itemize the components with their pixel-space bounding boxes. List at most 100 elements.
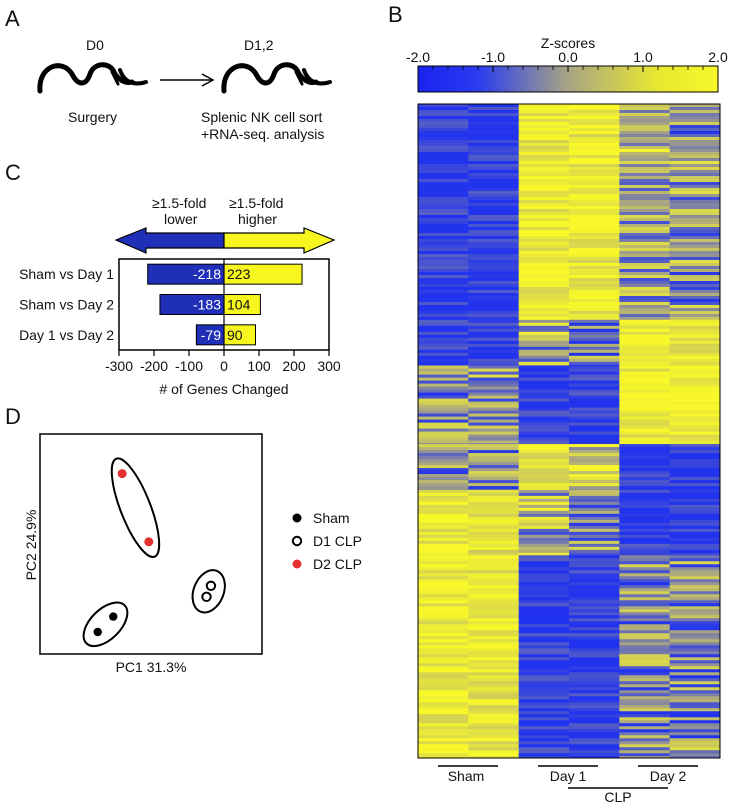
heatmap-cell — [619, 173, 671, 177]
heatmap-cell — [518, 272, 570, 276]
heatmap-cell — [468, 116, 520, 120]
heatmap-cell — [418, 666, 469, 670]
heatmap-cell — [418, 371, 469, 375]
heatmap-cell — [569, 413, 620, 417]
heatmap-cell — [418, 317, 469, 321]
heatmap-cell — [468, 501, 520, 506]
heatmap-cell — [669, 681, 721, 685]
heatmap-cell — [669, 164, 721, 168]
heatmap-cell — [569, 561, 620, 565]
heatmap-cell — [418, 609, 469, 613]
heatmap-cell — [569, 227, 620, 231]
heatmap-cell — [619, 140, 671, 144]
heatmap-cell — [569, 744, 620, 748]
heatmap-cell — [619, 711, 671, 715]
heatmap-cell — [418, 346, 469, 351]
heatmap-cell — [669, 422, 721, 426]
heatmap-cell — [619, 302, 671, 306]
heatmap-cell — [418, 690, 469, 694]
heatmap-cell — [619, 447, 671, 451]
heatmap-cell — [619, 627, 671, 631]
heatmap-cell — [518, 480, 570, 484]
heatmap-cell — [468, 534, 520, 539]
heatmap-cell — [418, 137, 469, 141]
heatmap-cell — [468, 516, 520, 521]
heatmap-cell — [518, 732, 570, 736]
heatmap-cell — [569, 122, 620, 126]
heatmap-cell — [418, 561, 469, 565]
heatmap-cell — [669, 233, 721, 237]
heatmap-cell — [619, 200, 671, 204]
heatmap-cell — [619, 281, 671, 285]
heatmap-cell — [418, 218, 469, 222]
heatmap-cell — [669, 489, 721, 494]
heatmap-cell — [669, 531, 721, 536]
heatmap-cell — [619, 355, 671, 360]
heatmap-cell — [669, 404, 721, 408]
heatmap-cell — [418, 380, 469, 384]
heatmap-cell — [418, 612, 469, 616]
heatmap-cell — [669, 128, 721, 132]
heatmap-cell — [669, 609, 721, 613]
heatmap-cell — [619, 346, 671, 351]
heatmap-cell — [418, 104, 469, 108]
heatmap-cell — [518, 334, 570, 339]
heatmap-cell — [669, 555, 721, 559]
heatmap-cell — [669, 615, 721, 619]
heatmap-cell — [669, 513, 721, 518]
heatmap-cell — [669, 456, 721, 460]
heatmap-cell — [418, 699, 469, 703]
heatmap-cell — [569, 648, 620, 652]
heatmap-cell — [518, 322, 570, 327]
heatmap-cell — [569, 582, 620, 586]
panel-c: C ≥1.5-fold lower ≥1.5-fold higher Sham … — [5, 160, 341, 397]
heatmap-cell — [619, 621, 671, 625]
heatmap-cell — [619, 128, 671, 132]
heatmap-cell — [669, 125, 721, 129]
heatmap-cell — [669, 158, 721, 162]
heatmap-cell — [569, 395, 620, 399]
heatmap-cell — [669, 425, 721, 429]
heatmap-cell — [518, 260, 570, 264]
heatmap-cell — [468, 687, 520, 691]
heatmap-cell — [569, 110, 620, 114]
heatmap-cell — [569, 218, 620, 222]
heatmap-cell — [468, 528, 520, 533]
heatmap-cell — [518, 107, 570, 111]
heatmap-cell — [418, 591, 469, 595]
heatmap-cell — [418, 392, 469, 396]
heatmap-cell — [569, 624, 620, 628]
heatmap-cell — [569, 486, 620, 490]
heatmap-cell — [418, 696, 469, 700]
heatmap-cell — [669, 597, 721, 601]
heatmap-cell — [518, 507, 570, 512]
heatmap-cell — [418, 474, 469, 478]
heatmap-cell — [468, 227, 520, 231]
heatmap-cell — [468, 477, 520, 481]
heatmap-cell — [468, 167, 520, 171]
heatmap-cell — [569, 594, 620, 598]
heatmap-cell — [669, 137, 721, 141]
heatmap-cell — [619, 648, 671, 652]
heatmap-cell — [518, 708, 570, 712]
heatmap-cell — [569, 639, 620, 643]
heatmap-cell — [569, 669, 620, 673]
heatmap-cell — [418, 543, 469, 548]
heatmap-cell — [518, 349, 570, 354]
heatmap-cell — [518, 672, 570, 676]
heatmap-cell — [619, 474, 671, 478]
higher-label-line1: ≥1.5-fold — [229, 195, 283, 211]
heatmap-cell — [669, 407, 721, 411]
heatmap-cell — [569, 540, 620, 545]
heatmap-cell — [619, 741, 671, 745]
heatmap-cell — [669, 702, 721, 706]
heatmap-cell — [518, 498, 570, 503]
heatmap-cell — [569, 428, 620, 432]
heatmap-cell — [418, 708, 469, 712]
heatmap-cell — [569, 116, 620, 120]
heatmap-cell — [468, 525, 520, 530]
heatmap-cell — [468, 137, 520, 141]
heatmap-cell — [619, 756, 671, 759]
pca-point-sham — [109, 612, 118, 621]
heatmap-cell — [669, 167, 721, 171]
